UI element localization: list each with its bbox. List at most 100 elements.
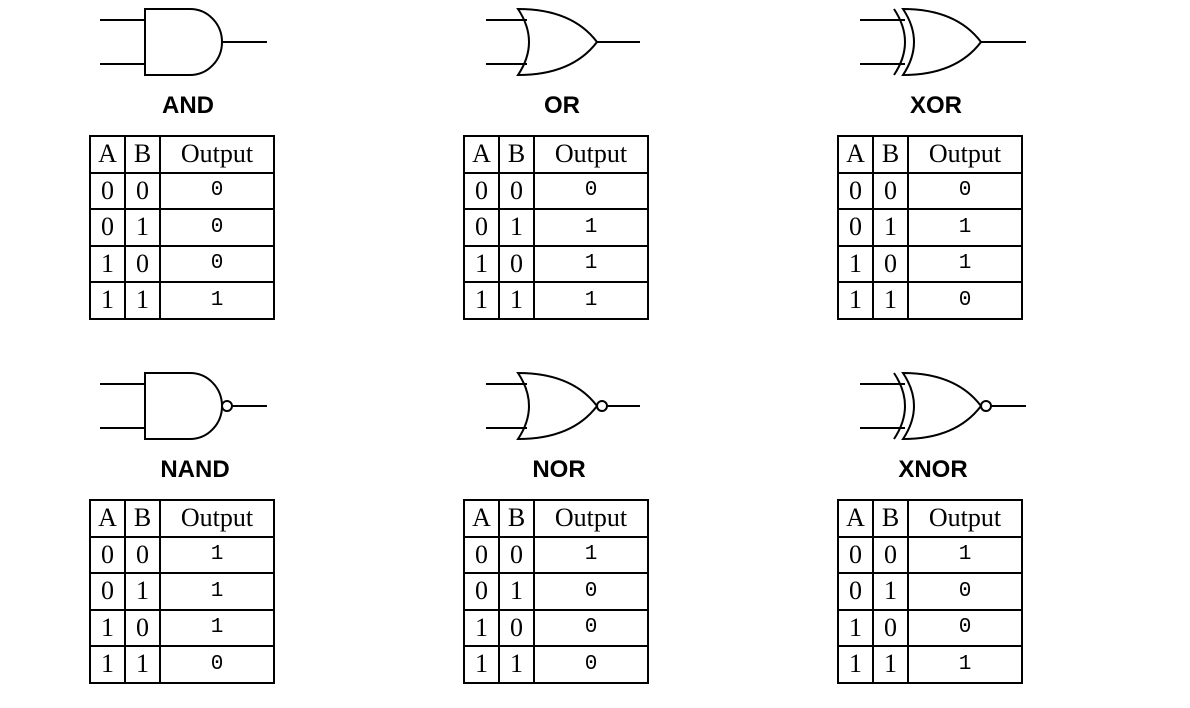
table-header-row: A B Output: [463, 135, 649, 174]
cell-output: 1: [159, 535, 275, 574]
table-row: 1 0 0: [463, 608, 649, 647]
gate-title: NAND: [160, 456, 230, 483]
cell-b: 1: [498, 572, 535, 611]
cell-b: 0: [872, 535, 909, 574]
xor-gate-icon: [860, 7, 1026, 77]
column-header-a: A: [463, 135, 500, 174]
cell-output: 0: [907, 171, 1023, 210]
cell-a: 1: [463, 244, 500, 283]
cell-output: 1: [907, 645, 1023, 684]
column-header-output: Output: [159, 135, 275, 174]
truth-table: A B Output 0 0 1 0 1 0 1 0 0 1 1 0: [463, 499, 649, 684]
truth-table: A B Output 0 0 1 0 1 1 1 0 1 1 1 0: [89, 499, 275, 684]
gate-xor: XOR A B Output 0 0 0 0 1 1 1 0 1 1 1 0: [836, 0, 1136, 330]
table-row: 1 1 1: [837, 645, 1023, 684]
table-row: 1 1 0: [837, 281, 1023, 320]
or-gate-icon: [486, 7, 640, 77]
cell-b: 0: [872, 608, 909, 647]
truth-table: A B Output 0 0 0 0 1 0 1 0 0 1 1 1: [89, 135, 275, 320]
cell-a: 1: [463, 608, 500, 647]
cell-output: 1: [533, 281, 649, 320]
cell-output: 1: [159, 281, 275, 320]
cell-b: 1: [124, 572, 161, 611]
cell-output: 1: [533, 244, 649, 283]
table-header-row: A B Output: [89, 135, 275, 174]
cell-output: 0: [907, 281, 1023, 320]
table-row: 1 1 0: [463, 645, 649, 684]
cell-a: 0: [463, 572, 500, 611]
cell-b: 1: [124, 645, 161, 684]
cell-b: 1: [872, 572, 909, 611]
column-header-a: A: [837, 135, 874, 174]
cell-a: 1: [837, 281, 874, 320]
cell-output: 0: [159, 208, 275, 247]
column-header-a: A: [463, 499, 500, 538]
cell-a: 0: [463, 208, 500, 247]
gate-nand: NAND A B Output 0 0 1 0 1 1 1 0 1 1 1 0: [88, 364, 388, 694]
nor-gate-icon: [486, 371, 640, 441]
cell-a: 1: [837, 608, 874, 647]
cell-output: 1: [907, 244, 1023, 283]
column-header-output: Output: [907, 499, 1023, 538]
table-row: 0 1 1: [463, 208, 649, 247]
table-row: 0 1 1: [837, 208, 1023, 247]
cell-b: 1: [498, 645, 535, 684]
cell-b: 0: [498, 535, 535, 574]
truth-table: A B Output 0 0 0 0 1 1 1 0 1 1 1 1: [463, 135, 649, 320]
cell-b: 1: [498, 208, 535, 247]
cell-output: 0: [533, 608, 649, 647]
cell-output: 0: [907, 572, 1023, 611]
table-row: 1 0 1: [89, 608, 275, 647]
cell-a: 1: [837, 645, 874, 684]
table-row: 0 1 0: [463, 572, 649, 611]
table-row: 0 0 0: [463, 171, 649, 210]
cell-b: 0: [124, 244, 161, 283]
cell-output: 0: [159, 244, 275, 283]
truth-table: A B Output 0 0 1 0 1 0 1 0 0 1 1 1: [837, 499, 1023, 684]
cell-a: 0: [837, 535, 874, 574]
column-header-a: A: [837, 499, 874, 538]
cell-a: 0: [89, 171, 126, 210]
table-row: 1 0 1: [837, 244, 1023, 283]
cell-a: 0: [463, 171, 500, 210]
cell-a: 0: [837, 208, 874, 247]
table-row: 1 1 1: [89, 281, 275, 320]
cell-b: 0: [124, 608, 161, 647]
column-header-b: B: [124, 135, 161, 174]
cell-a: 0: [89, 208, 126, 247]
cell-output: 1: [159, 608, 275, 647]
table-header-row: A B Output: [89, 499, 275, 538]
cell-output: 0: [533, 572, 649, 611]
cell-a: 1: [89, 608, 126, 647]
cell-a: 0: [837, 171, 874, 210]
column-header-output: Output: [159, 499, 275, 538]
cell-output: 1: [533, 208, 649, 247]
table-row: 0 0 1: [837, 535, 1023, 574]
cell-a: 0: [89, 535, 126, 574]
column-header-b: B: [498, 135, 535, 174]
column-header-b: B: [498, 499, 535, 538]
cell-b: 0: [872, 171, 909, 210]
column-header-output: Output: [533, 135, 649, 174]
table-header-row: A B Output: [837, 135, 1023, 174]
cell-b: 0: [872, 244, 909, 283]
gate-and: AND A B Output 0 0 0 0 1 0 1 0 0 1 1 1: [88, 0, 388, 330]
cell-output: 0: [533, 645, 649, 684]
cell-b: 1: [124, 208, 161, 247]
table-row: 0 0 1: [89, 535, 275, 574]
table-row: 1 1 1: [463, 281, 649, 320]
table-row: 0 0 1: [463, 535, 649, 574]
xnor-gate-icon: [860, 371, 1026, 441]
gate-title: OR: [544, 92, 580, 119]
cell-b: 1: [872, 281, 909, 320]
table-row: 0 1 0: [837, 572, 1023, 611]
cell-b: 1: [872, 645, 909, 684]
cell-b: 1: [872, 208, 909, 247]
cell-a: 1: [89, 645, 126, 684]
cell-a: 0: [837, 572, 874, 611]
gate-title: NOR: [532, 456, 586, 483]
cell-a: 1: [89, 244, 126, 283]
table-row: 1 0 1: [463, 244, 649, 283]
cell-output: 0: [159, 171, 275, 210]
cell-output: 1: [907, 208, 1023, 247]
